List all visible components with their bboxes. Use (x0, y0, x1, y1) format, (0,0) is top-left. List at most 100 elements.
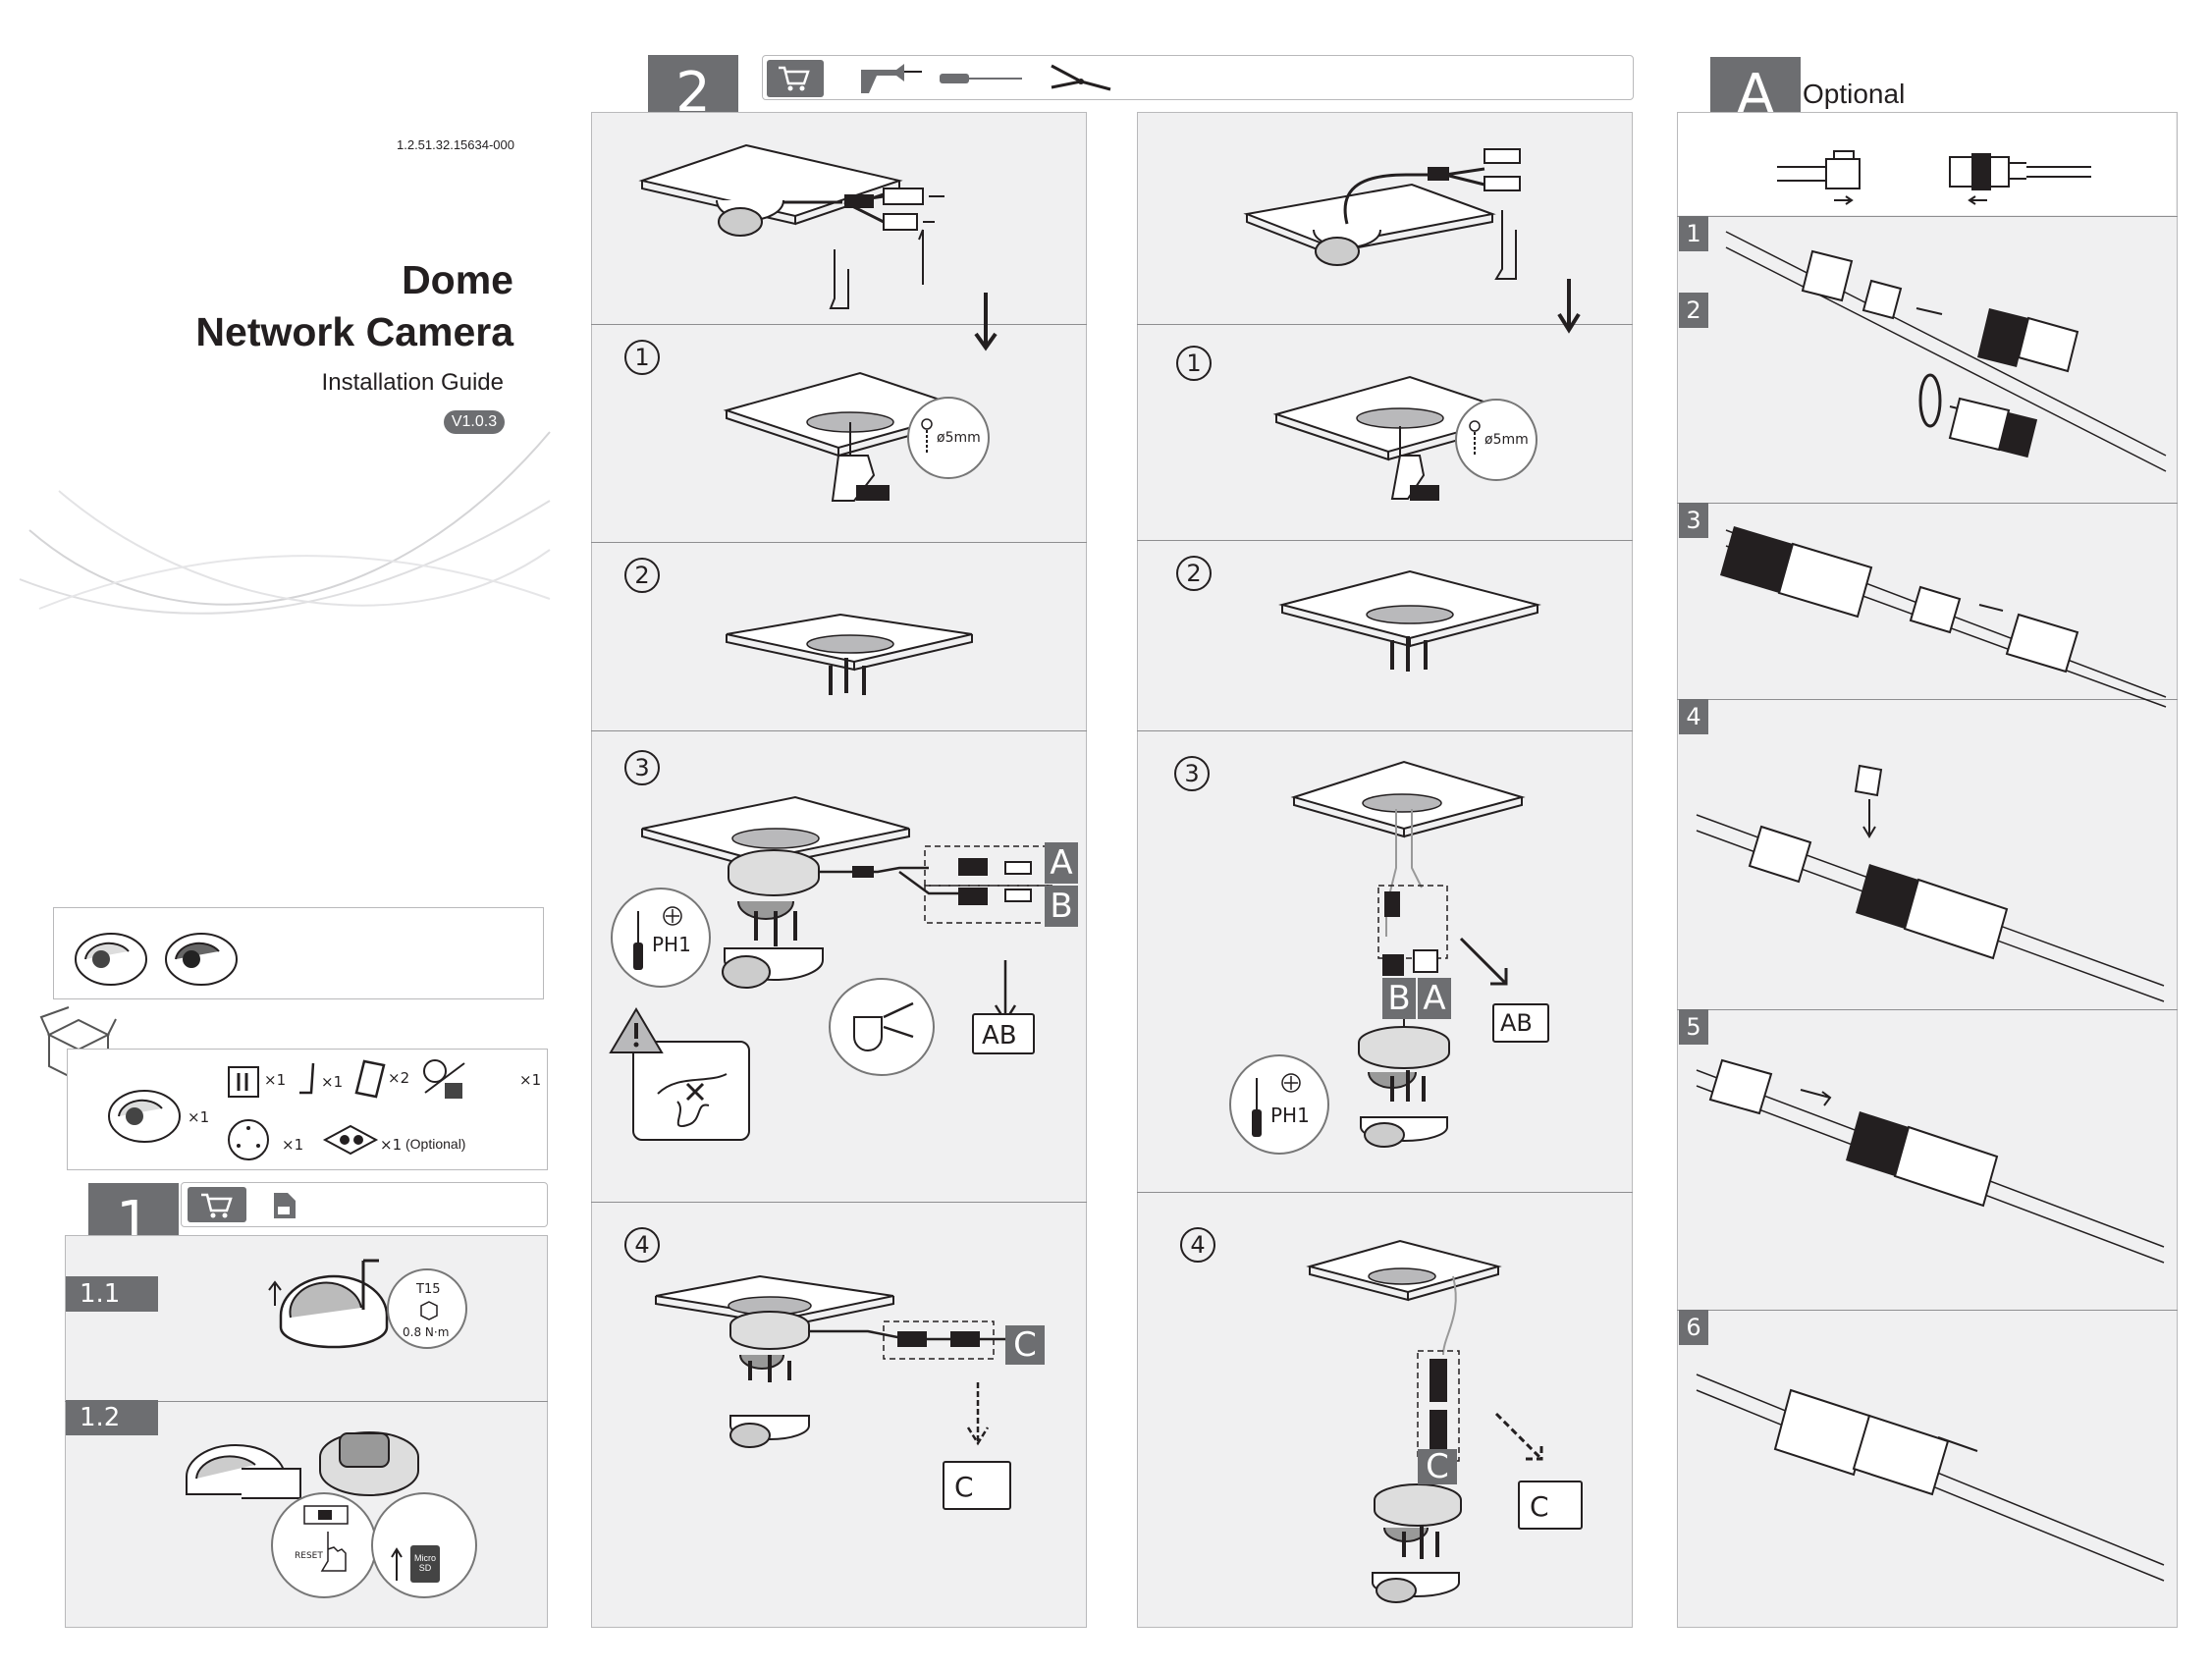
title-line-2: Network Camera (195, 309, 513, 354)
optional-step-3: 3 (1679, 503, 1708, 538)
cover-decorative-curves (19, 431, 551, 615)
microsd-label-1: Micro (414, 1553, 436, 1563)
mount-base-cables-illustration (641, 795, 1053, 989)
sd-slot-illustration (186, 1431, 419, 1499)
connector-qty: ×1 (380, 1136, 403, 1154)
rj45-plug-illustration (1777, 150, 1861, 205)
step2-right-divider-3 (1137, 730, 1633, 731)
dome-camera-icon (108, 1090, 181, 1143)
manual-ab-label: AB (982, 1021, 1017, 1050)
connector-assembly-step-3 (1720, 526, 2167, 708)
mount-base-cables-through-illustration (1290, 760, 1526, 1148)
phillips-head-icon (663, 906, 682, 926)
optional-header-strip (1678, 113, 2176, 215)
step2-toolbar (762, 55, 1634, 100)
ceiling-camera-cable-illustration (638, 143, 998, 351)
waterproof-cap-icon (423, 1059, 465, 1099)
reset-label: RESET (295, 1551, 323, 1561)
cart-icon (201, 1193, 233, 1218)
optional-step-5: 5 (1679, 1009, 1708, 1045)
package-contents-box: ×1 ×1 ×1 ×2 ×1 ×1 ×1 (Optional) (67, 1049, 548, 1170)
optional-divider-5 (1677, 1310, 2178, 1311)
torque-value-label: 0.8 N·m (403, 1325, 450, 1339)
screwdriver-size-left: PH1 (652, 933, 691, 956)
screwdriver-size-right: PH1 (1270, 1104, 1310, 1127)
microsd-card: Micro SD (410, 1545, 440, 1583)
optional-divider-4 (1677, 1009, 2178, 1010)
manual-ab-left: AB (972, 1013, 1035, 1054)
anchors-ceiling-illustration (1278, 569, 1541, 672)
waterproof-connector-illustration (1949, 153, 2091, 205)
cable-tag-a-left: A (1045, 842, 1078, 884)
allen-key-qty: ×1 (321, 1073, 344, 1091)
drill-template-icon (228, 1119, 269, 1160)
step1-sub1-label: 1.1 (66, 1276, 158, 1312)
cable-bundle-icon (657, 1073, 728, 1128)
subtitle: Installation Guide (321, 369, 504, 396)
waterproof-cap-qty: ×1 (519, 1071, 542, 1089)
connector-c-illustration (655, 1274, 1005, 1448)
optional-step-4: 4 (1679, 699, 1708, 734)
connector-optional-note: (Optional) (405, 1136, 466, 1152)
arrow-diagonal-icon (1459, 937, 1508, 986)
cable-tag-c-right: C (1418, 1447, 1457, 1486)
step2-left-divider-1 (591, 324, 1087, 325)
version-badge: V1.0.3 (444, 410, 505, 434)
screwdriver-callout-right: PH1 (1229, 1054, 1329, 1155)
optional-divider-3 (1677, 699, 2178, 700)
optional-step-1: 1 (1679, 216, 1708, 251)
step2-left-step-1: 1 (624, 340, 660, 375)
anchors-ceiling-illustration (726, 613, 973, 695)
cable-tag-b-right: B (1382, 978, 1416, 1019)
step2-right-step-2: 2 (1176, 556, 1212, 591)
drill-size-callout-right: ø5mm (1455, 399, 1538, 481)
pliers-icon (1051, 64, 1111, 91)
connector-assembly-step-4 (1696, 764, 2165, 1002)
arrow-up-icon (391, 1547, 403, 1581)
arrow-diagonal-icon (1494, 1412, 1543, 1461)
cart-icon (779, 66, 810, 91)
screw-bag-icon (228, 1066, 259, 1098)
camera-qty: ×1 (188, 1108, 210, 1126)
manual-c-label-right: C (1530, 1490, 1549, 1523)
step2-right-step-3: 3 (1174, 756, 1210, 791)
step2-right-step-4: 4 (1180, 1227, 1215, 1263)
step2-right-divider-4 (1137, 1192, 1633, 1193)
cable-tag-b-left: B (1045, 886, 1078, 927)
allen-key-icon (299, 1062, 315, 1095)
drill-icon (861, 64, 922, 93)
manual-ab-right: AB (1492, 1003, 1549, 1043)
phillips-head-icon (1281, 1073, 1301, 1093)
step2-left-panel (591, 112, 1087, 1628)
step2-left-step-4: 4 (624, 1227, 660, 1263)
cable-tag-c-left: C (1005, 1325, 1045, 1365)
hex-icon (420, 1301, 438, 1320)
microsd-label-2: SD (418, 1563, 432, 1573)
ceiling-camera-through-illustration (1243, 148, 1581, 334)
drill-bit-icon (1469, 420, 1481, 456)
doc-code: 1.2.51.32.15634-000 (397, 137, 514, 152)
step2-toolbox (767, 60, 824, 97)
optional-divider-2 (1677, 503, 2178, 504)
manual-c-right: C (1518, 1481, 1583, 1530)
connector-c-through-illustration (1306, 1239, 1502, 1603)
cut-cable-callout (829, 978, 935, 1076)
manual-c-left: C (943, 1461, 1011, 1510)
microsd-callout: Micro SD (371, 1492, 477, 1598)
drill-template-qty: ×1 (282, 1136, 304, 1154)
connector-icon (322, 1124, 379, 1156)
drill-size-right: ø5mm (1484, 432, 1529, 448)
step2-right-divider-2 (1137, 540, 1633, 541)
document-qty: ×2 (388, 1069, 410, 1087)
step1-toolbox (188, 1187, 246, 1222)
camera-variants-box (53, 907, 544, 999)
manual-c-label: C (954, 1471, 974, 1503)
step2-left-divider-3 (591, 730, 1087, 731)
reset-callout: RESET (271, 1492, 377, 1598)
drill-bit-icon (921, 418, 933, 454)
optional-step-2: 2 (1679, 293, 1708, 328)
step1-sub2-label: 1.2 (66, 1400, 158, 1435)
optional-step-6: 6 (1679, 1310, 1708, 1345)
optional-divider-0 (1677, 216, 2178, 217)
dome-camera-icon (75, 933, 147, 986)
